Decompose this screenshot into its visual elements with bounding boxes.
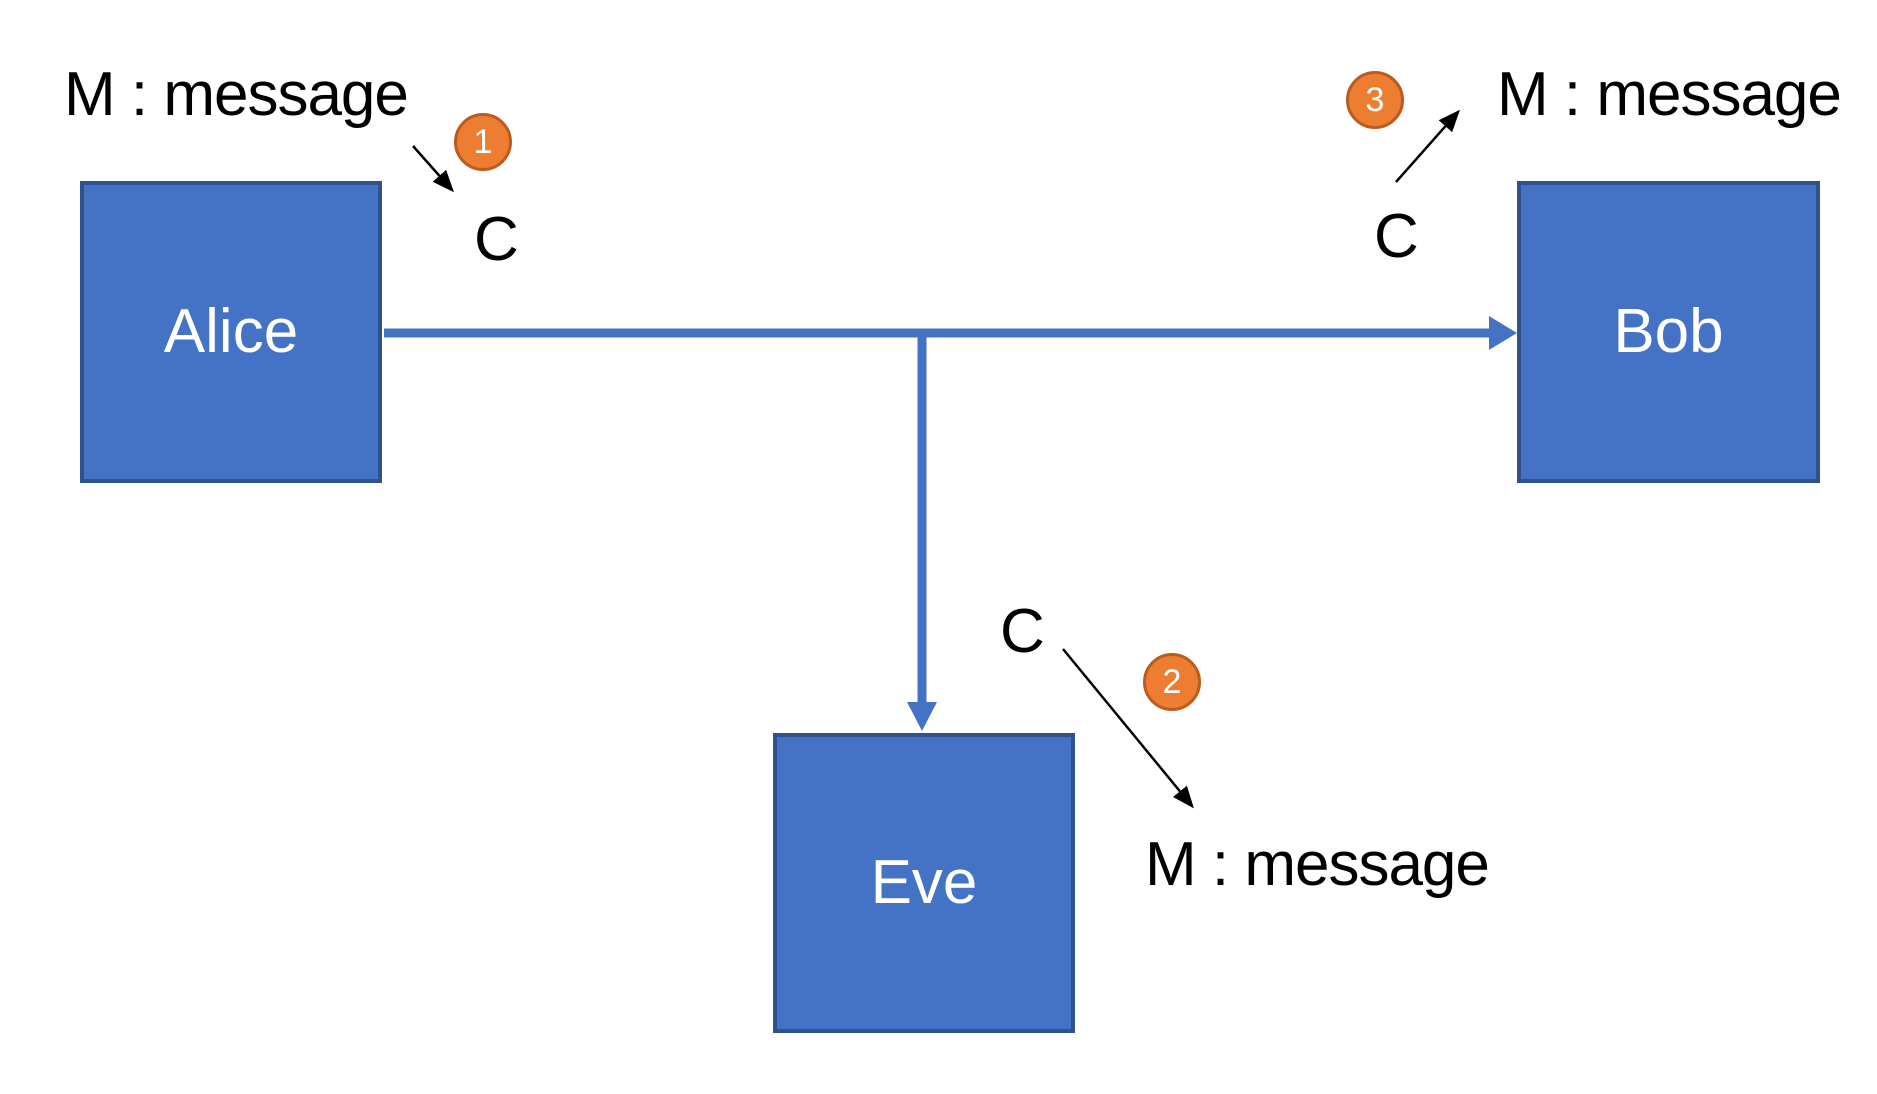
ciphertext-label-eve: C — [1000, 597, 1045, 666]
node-bob-label: Bob — [1613, 297, 1724, 366]
node-eve-label: Eve — [870, 848, 978, 917]
connector-alice-to-bob-arrowhead-icon — [1489, 316, 1517, 350]
ciphertext-label-alice: C — [474, 205, 519, 274]
encrypt-arrow-step1-icon — [412, 145, 454, 193]
connector-alice-to-bob — [384, 316, 1517, 350]
step-badge-3-number: 3 — [1365, 81, 1385, 119]
ciphertext-label-bob: C — [1374, 202, 1419, 271]
node-bob: Bob — [1517, 181, 1820, 483]
node-alice-label: Alice — [163, 297, 299, 366]
step-badge-1-number: 1 — [473, 123, 493, 161]
plaintext-label-alice: M : message — [64, 60, 409, 129]
plaintext-label-eve: M : message — [1145, 830, 1490, 899]
step-badge-2-number: 2 — [1162, 663, 1182, 701]
connector-branch-to-eve — [907, 329, 937, 731]
decrypt-arrow-step3-icon — [1395, 109, 1460, 183]
plaintext-label-bob: M : message — [1497, 60, 1842, 129]
step-badge-2: 2 — [1143, 653, 1201, 711]
step-badge-3: 3 — [1346, 71, 1404, 129]
connector-branch-to-eve-arrowhead-icon — [907, 702, 937, 731]
node-alice: Alice — [80, 181, 382, 483]
node-eve: Eve — [773, 733, 1075, 1033]
step-badge-1: 1 — [454, 113, 512, 171]
decrypt-arrow-step2-icon — [1062, 648, 1194, 809]
